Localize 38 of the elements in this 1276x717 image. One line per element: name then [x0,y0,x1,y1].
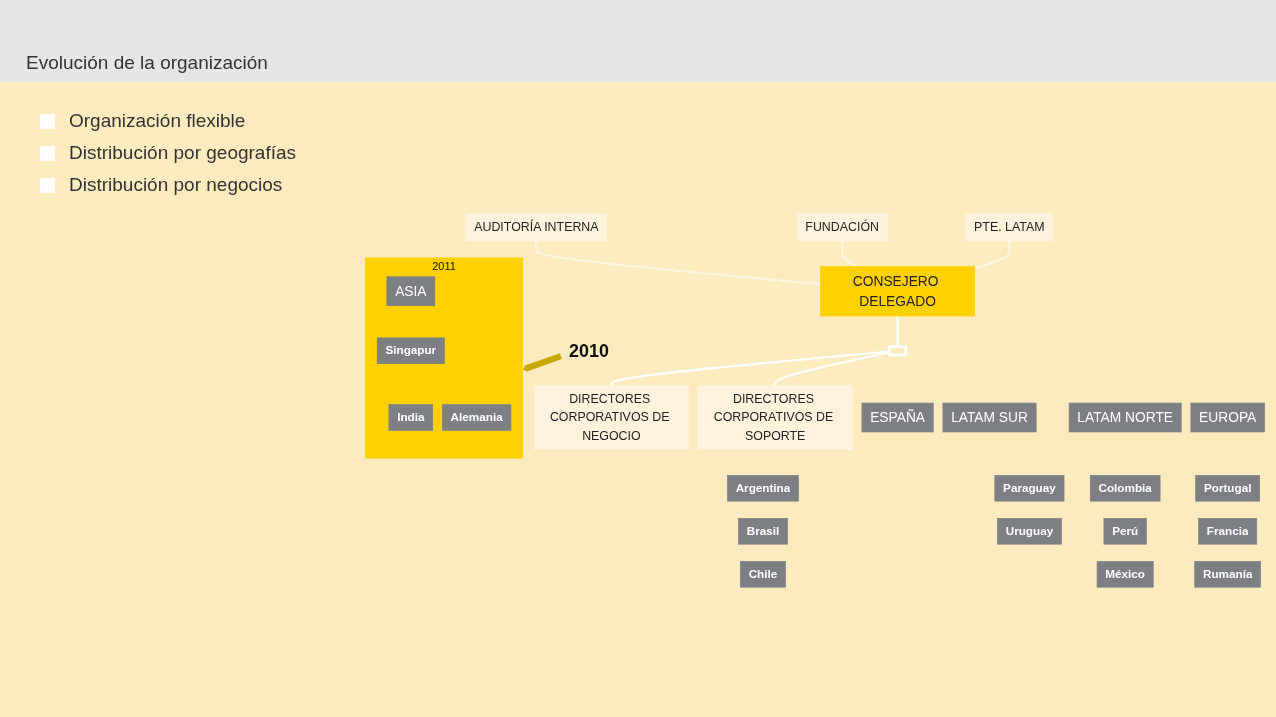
node-box: DIRECTORES CORPORATIVOS DE SOPORTE [697,385,853,450]
node-box: ASIA [386,276,436,307]
page-title: Evolución de la organización [26,52,268,74]
connector [774,351,890,386]
node-box: LATAM SUR [942,402,1037,433]
node-box: LATAM NORTE [1068,402,1182,433]
node-box: Rumanía [1194,561,1261,588]
node-box: Alemania [442,404,512,431]
node-box: Argentina [727,475,799,502]
legend-text: Distribución por geografías [69,142,297,164]
connector [841,240,857,268]
node-box: Singapur [376,337,445,365]
node-box: Brasil [738,518,788,545]
connector [974,240,1011,270]
legend-text: Distribución por negocios [69,174,283,196]
node-box: Portugal [1195,475,1260,502]
node-box: India [388,404,434,431]
node-box: EUROPA [1190,402,1265,433]
node-box: DIRECTORES CORPORATIVOS DE NEGOCIO [533,385,689,450]
node-box: FUNDACIÓN [796,213,888,241]
node-box: ESPAÑA [861,402,934,433]
node-text: 2010 [569,340,609,361]
node-box: Perú [1103,518,1147,545]
node-box: Francia [1198,518,1258,545]
node-box: Colombia [1089,475,1161,502]
node-box [887,345,908,357]
node-box: Uruguay [997,518,1062,545]
connector [535,240,821,286]
node-box: CONSEJERO DELEGADO [820,266,975,317]
node-box: Paraguay [994,475,1065,502]
arrow [522,353,562,372]
legend-text: Organización flexible [69,110,246,132]
node-box: PTE. LATAM [965,213,1054,241]
node-box: México [1096,561,1154,588]
node-box: AUDITORÍA INTERNA [465,213,608,241]
node-box: Chile [740,561,786,588]
connector [896,316,899,347]
connector [610,350,890,386]
